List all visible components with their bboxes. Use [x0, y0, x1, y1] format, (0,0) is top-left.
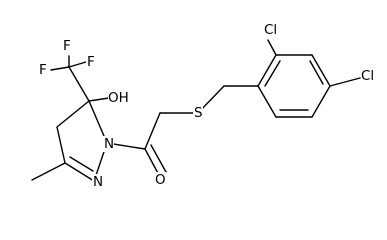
bond-c3-n2-double: [69, 156, 94, 172]
fluorine-1-label: F: [39, 62, 47, 78]
nitrogen-1-label: N: [104, 136, 114, 152]
bond-ring-cl-right: [329, 77, 361, 87]
bond-ring-c4-c5: [311, 85, 331, 118]
atom-labels: F F F OH N N O S Cl Cl: [38, 22, 378, 190]
bond-ring-c3-c4-inner: [309, 60, 324, 85]
bond-ring-c3-c4: [311, 54, 331, 87]
bond-c4-c3: [56, 126, 66, 164]
fluorine-2-label: F: [63, 38, 71, 54]
nitrogen-2-label: N: [93, 174, 103, 190]
bond-carbonyl-c-ch2: [144, 112, 161, 150]
chlorine-top-label: Cl: [264, 22, 277, 38]
hydroxyl-label: OH: [108, 90, 129, 106]
sulfur-label: S: [194, 105, 203, 121]
bond-cf3-f1: [50, 66, 70, 71]
bond-ring-c6-c1: [257, 85, 277, 118]
bond-ring-c1-c2: [257, 54, 277, 87]
bond-carbonyl-c-o-double: [150, 144, 167, 173]
fluorine-3-label: F: [87, 54, 95, 70]
bond-ring-c1-c2-inner: [264, 60, 281, 87]
bond-c5-oh: [88, 97, 110, 102]
carbonyl-oxygen-label: O: [155, 172, 166, 188]
bond-c3-n2: [64, 162, 95, 182]
chlorine-right-label: Cl: [361, 68, 374, 84]
bond-c3-methyl: [31, 162, 66, 181]
bond-cf3-f3: [68, 61, 87, 68]
bond-ring-cl-top: [267, 39, 277, 56]
chemical-structure: F F F OH N N O S Cl Cl: [31, 22, 378, 190]
bond-cf3-c5: [68, 66, 90, 102]
bond-c5-c4: [56, 100, 90, 128]
